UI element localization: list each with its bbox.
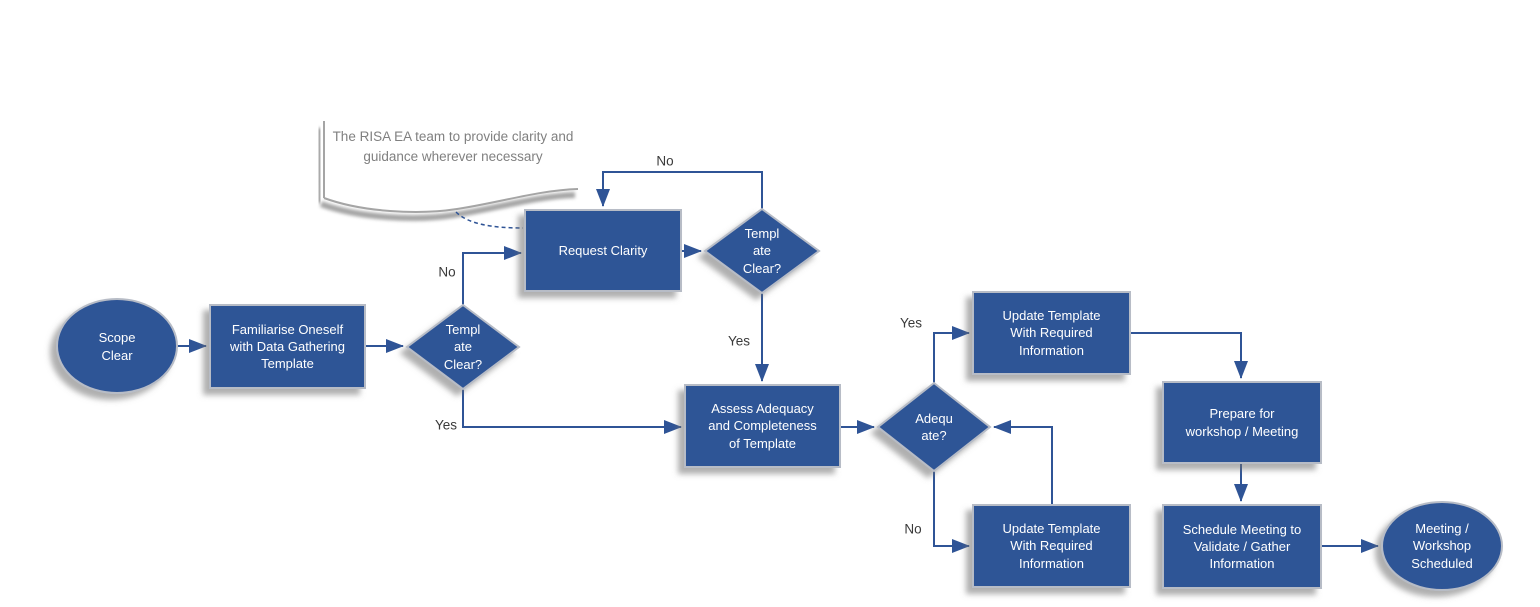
connector-decision1-no-to-request <box>462 246 522 305</box>
connector-decision1-yes-to-assess <box>462 389 682 434</box>
connector-update-bottom-to-decision3 <box>993 420 1053 505</box>
edge-label-no-decision2: No <box>656 153 674 169</box>
note-callout-wave-edge <box>323 188 579 213</box>
note-callout-shape <box>316 121 579 221</box>
schedule-meeting-shape <box>1162 504 1322 589</box>
note-callout-wave-shadow <box>319 192 576 221</box>
note-connector-dashed <box>455 211 524 229</box>
template-clear-decision2-shape <box>703 207 821 295</box>
edge-label-no-decision3: No <box>904 521 922 537</box>
prepare-workshop-shape <box>1162 381 1322 464</box>
note-callout-text: The RISA EA team to provide clarity and … <box>332 129 574 164</box>
request-clarity-shape <box>524 209 682 292</box>
update-template-top-shape <box>972 291 1131 375</box>
edge-label-no-decision1: No <box>438 264 456 280</box>
assess-adequacy-shape <box>684 384 841 468</box>
update-template-bottom-shape <box>972 504 1131 588</box>
edge-label-yes-decision3: Yes <box>899 315 923 331</box>
connector-decision2-no-loop <box>596 171 763 209</box>
note-callout-left-shadow <box>316 127 323 204</box>
connector-update-top-to-prepare <box>1130 332 1248 379</box>
edge-label-yes-decision2: Yes <box>727 333 751 349</box>
template-clear-decision1-shape <box>405 303 521 391</box>
connector-decision3-yes-to-update-top <box>933 326 970 383</box>
connector-decision3-no-to-update-bottom <box>933 471 970 553</box>
edge-label-yes-decision1: Yes <box>434 417 458 433</box>
meeting-scheduled-shape <box>1381 501 1503 591</box>
scope-clear-shape <box>56 298 178 394</box>
adequate-decision-shape <box>876 381 992 473</box>
familiarise-shape <box>209 304 366 389</box>
